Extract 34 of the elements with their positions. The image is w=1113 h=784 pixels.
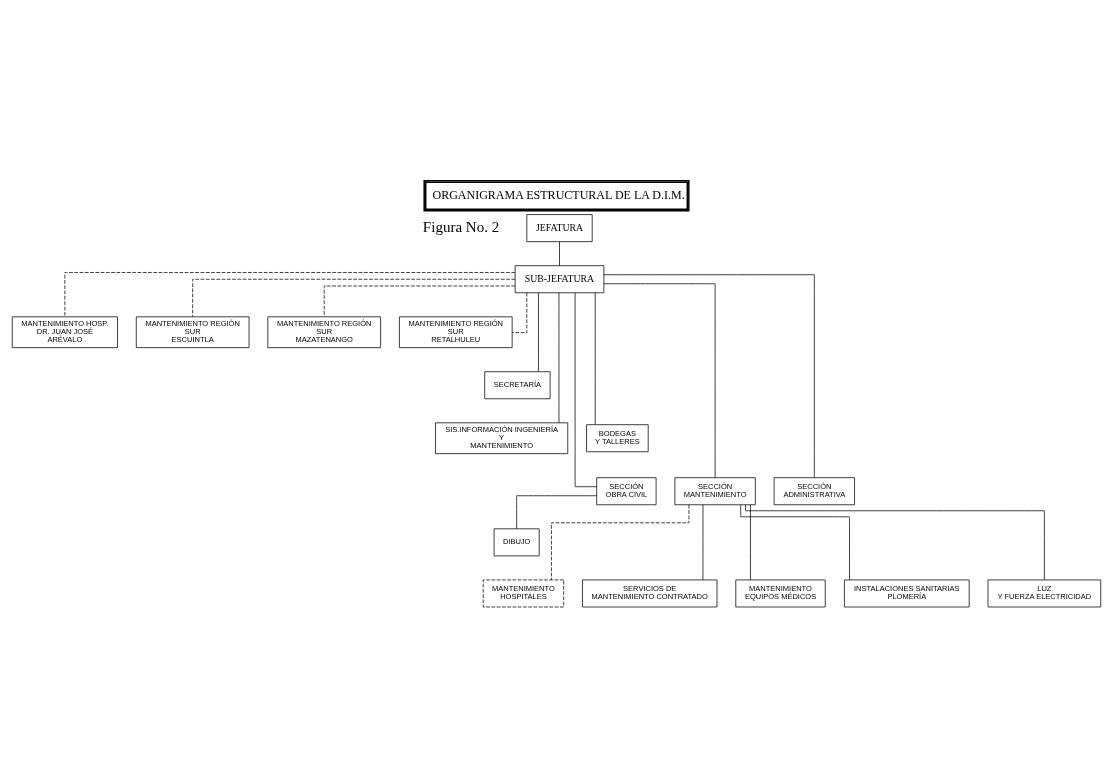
- connector: [516, 495, 598, 529]
- node-box: MANTENIMIENTO HOSPITALES: [482, 579, 564, 608]
- connector: [603, 283, 716, 478]
- node-box: MANTENIMIENTO HOSP. DR. JUAN JOSÉ ARÉVALO: [11, 316, 118, 349]
- connector: [559, 241, 560, 266]
- connector: [512, 292, 528, 333]
- connector: [745, 504, 1045, 581]
- connector: [740, 504, 850, 581]
- node-box: SIS.INFORMACIÓN INGENIERÍA Y MANTENIMIENTO: [435, 422, 569, 454]
- connector: [574, 292, 597, 488]
- node-box: SERVICIOS DE MANTENIMIENTO CONTRATADO: [582, 579, 718, 608]
- node-box: SECRETARÍA: [484, 371, 551, 400]
- node-box: INSTALACIONES SANITARIAS PLOMERÍA: [844, 579, 970, 608]
- node-box: SUB-JEFATURA: [514, 265, 605, 294]
- diagram-title: ORGANIGRAMA ESTRUCTURAL DE LA D.I.M.: [432, 187, 685, 202]
- node-box: SECCIÓN MANTENIMIENTO: [674, 477, 756, 506]
- node-box: MANTENIMIENTO REGIÓN SUR MAZATENANGO: [267, 316, 381, 349]
- connector: [551, 504, 690, 581]
- node-box: JEFATURA: [526, 214, 593, 243]
- label: Figura No. 2: [422, 218, 500, 235]
- node-box: LUZ Y FUERZA ELECTRICIDAD: [987, 579, 1102, 608]
- connector: [603, 274, 815, 479]
- connector: [64, 272, 516, 317]
- node-box: DIBUJO: [493, 528, 540, 557]
- connector: [594, 292, 596, 425]
- node-box: BODEGAS Y TALLERES: [586, 424, 649, 453]
- node-box: MANTENIMIENTO REGIÓN SUR ESCUINTLA: [135, 316, 250, 349]
- node-box: SECCIÓN ADMINISTRATIVA: [773, 477, 855, 506]
- connector: [538, 292, 539, 373]
- connector: [192, 278, 516, 317]
- connector: [750, 504, 751, 581]
- node-box: SECCIÓN OBRA CIVIL: [596, 477, 657, 506]
- node-box: MANTENIMIENTO REGIÓN SUR RETALHULEU: [399, 316, 513, 349]
- node-box: MANTENIMIENTO EQUIPOS MÉDICOS: [735, 579, 826, 608]
